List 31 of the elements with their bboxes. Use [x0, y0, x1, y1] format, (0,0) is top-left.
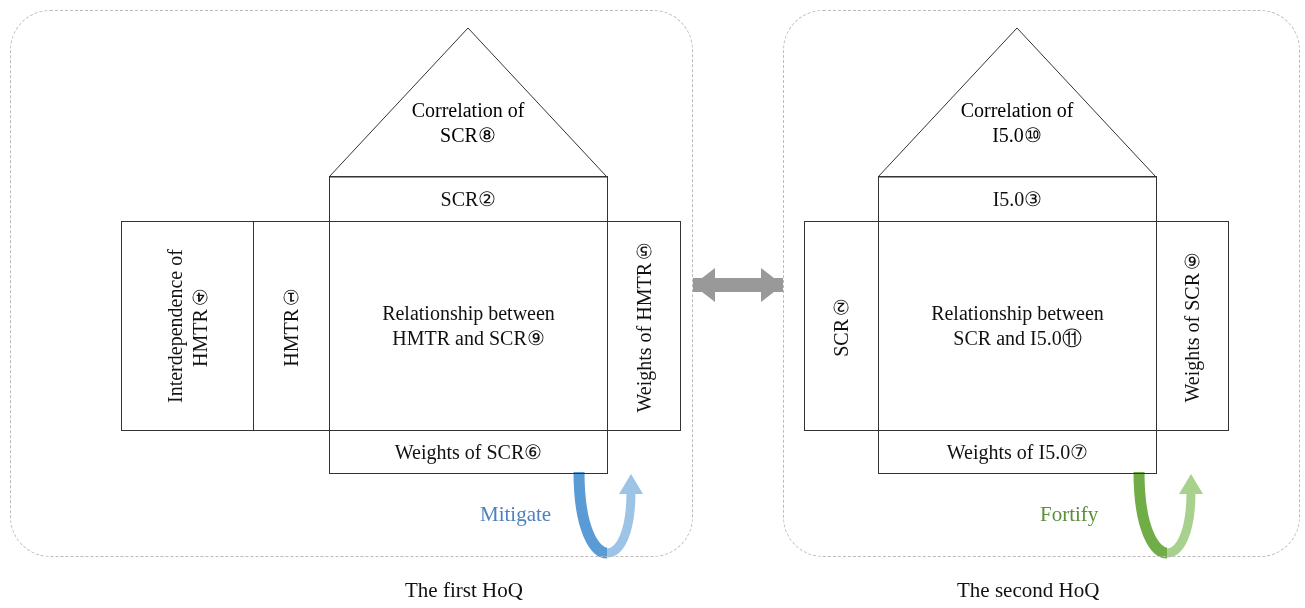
dashed-panel — [10, 10, 693, 557]
panel-caption: The second HoQ — [957, 578, 1100, 603]
roof-triangle — [329, 28, 607, 177]
cell-label: I5.0③ — [992, 186, 1043, 212]
action-label: Fortify — [1040, 502, 1099, 527]
cell-label: Interdependence of HMTR④ — [162, 248, 212, 405]
cell-label: Weights of I5.0⑦ — [946, 439, 1089, 465]
cell-label: HMTR① — [279, 285, 303, 367]
cell-label: Relationship between SCR and I5.0⑪ — [930, 301, 1105, 351]
matrix-box — [329, 176, 608, 222]
matrix-box — [878, 176, 1157, 222]
matrix-box — [1156, 221, 1229, 431]
roof-triangle — [878, 28, 1156, 177]
matrix-box — [121, 221, 254, 431]
matrix-box — [878, 430, 1157, 474]
cell-label: Relationship between HMTR and SCR⑨ — [381, 301, 556, 351]
matrix-box — [607, 221, 681, 431]
cell-label: Weights of HMTR⑤ — [631, 239, 656, 413]
cell-label: Correlation of I5.0⑩ — [959, 98, 1075, 148]
panel-caption: The first HoQ — [405, 578, 523, 603]
matrix-box — [804, 221, 879, 431]
action-label: Mitigate — [480, 502, 552, 527]
cell-label: SCR② — [829, 295, 853, 357]
matrix-box — [253, 221, 330, 431]
matrix-box — [329, 430, 608, 474]
cell-label: SCR② — [440, 186, 497, 212]
dashed-panel — [783, 10, 1300, 557]
cell-label: Weights of SCR⑥ — [1180, 249, 1205, 403]
double-arrow — [693, 268, 783, 302]
cell-label: Weights of SCR⑥ — [394, 439, 543, 465]
cell-label: Correlation of SCR⑧ — [410, 98, 526, 148]
